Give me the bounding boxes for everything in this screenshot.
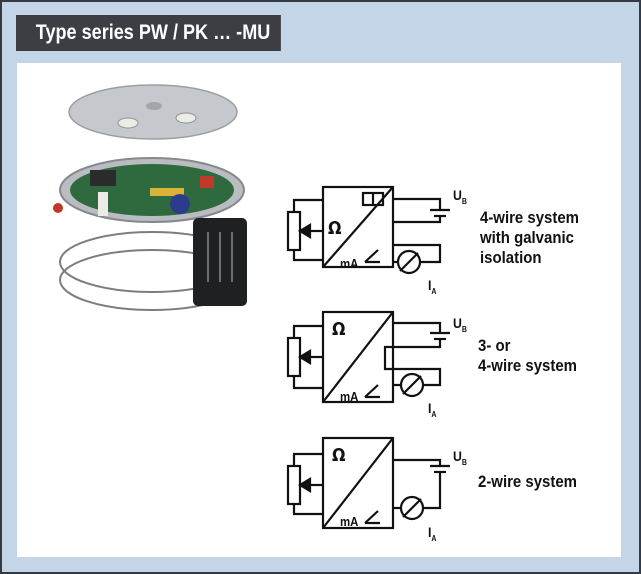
ma-label-1: mA (340, 256, 359, 271)
ma-ramp-3 (364, 510, 380, 525)
current-label-2: IA (428, 400, 437, 419)
current-label-3: IA (428, 524, 437, 543)
side-screw-left (53, 203, 63, 213)
ma-label-3: mA (340, 514, 359, 529)
lid-port-2 (175, 112, 197, 124)
ohm-symbol-3: Ω (332, 445, 346, 466)
ma-ramp-2 (364, 384, 380, 399)
ohm-symbol-2: Ω (332, 319, 346, 340)
diagram-4wire-isolated (286, 185, 450, 275)
supply-label-2: UB (453, 315, 467, 334)
ma-ramp-1 (364, 249, 380, 264)
caption-2: 3- or 4-wire system (478, 336, 577, 375)
ohm-symbol-1: Ω (328, 218, 342, 239)
lid-port-3 (146, 102, 162, 110)
panel-title: Type series PW / PK … -MU (16, 15, 281, 51)
supply-label-3: UB (453, 448, 467, 467)
ma-label-2: mA (340, 389, 359, 404)
component-block (90, 170, 116, 186)
caption-3: 2-wire system (478, 472, 577, 491)
component-red (200, 176, 214, 188)
caption-1: 4-wire system with galvanic isolation (480, 208, 579, 267)
component-white-post (98, 192, 108, 216)
diagram-3-or-4wire (286, 310, 450, 404)
supply-label-1: UB (453, 187, 467, 206)
diagram-2wire (286, 436, 450, 530)
component-coil (170, 194, 190, 214)
component-yellow-wires (150, 188, 184, 196)
lid-top (68, 84, 238, 140)
current-label-1: IA (428, 277, 437, 296)
lid-port-1 (117, 117, 139, 129)
content-area (17, 63, 621, 557)
